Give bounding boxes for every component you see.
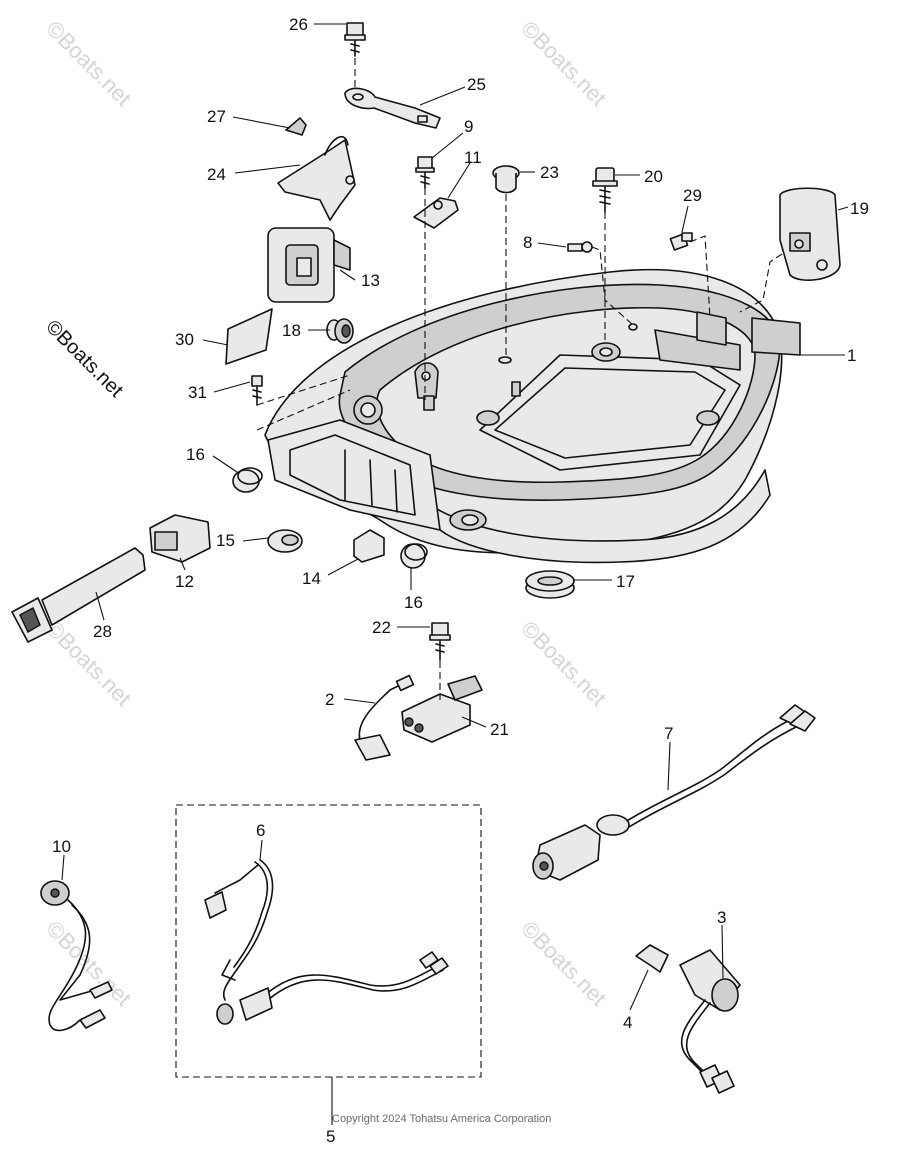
callout-6: 6 xyxy=(256,821,265,840)
callout-27: 27 xyxy=(207,107,226,126)
bolt-22 xyxy=(429,622,451,661)
switch-3 xyxy=(679,949,741,1094)
cover-plate xyxy=(779,187,841,281)
leader-lines xyxy=(61,23,849,1125)
callout-11: 11 xyxy=(464,148,482,167)
bracket-24 xyxy=(277,135,356,221)
callout-16-lower: 16 xyxy=(404,593,423,612)
callout-25: 25 xyxy=(467,75,486,94)
callout-17: 17 xyxy=(616,572,635,591)
bracket-11 xyxy=(413,197,459,229)
callout-28: 28 xyxy=(93,622,112,641)
callout-21: 21 xyxy=(490,720,509,739)
clip-27 xyxy=(285,117,307,136)
stay-25 xyxy=(344,87,441,129)
grommet-18 xyxy=(326,318,354,344)
grommet-17 xyxy=(525,570,575,599)
callout-14: 14 xyxy=(302,569,321,588)
callout-23: 23 xyxy=(540,163,559,182)
watermark-1: ©Boats.net xyxy=(41,16,136,111)
alignment-lines xyxy=(256,58,783,700)
callout-16-upper: 16 xyxy=(186,445,205,464)
bracket-13 xyxy=(267,227,351,303)
callout-19: 19 xyxy=(850,199,869,218)
wire-2 xyxy=(354,674,415,761)
plug-16-lower xyxy=(400,543,428,569)
callout-24: 24 xyxy=(207,165,226,184)
callout-13: 13 xyxy=(361,271,380,290)
callout-12: 12 xyxy=(175,572,194,591)
bolt-29 xyxy=(669,232,693,251)
sleeve-12 xyxy=(149,514,211,563)
bolt-20 xyxy=(592,167,618,213)
grommet-15 xyxy=(267,529,303,553)
switch-7 xyxy=(532,704,816,881)
callout-7: 7 xyxy=(664,724,673,743)
switch-21 xyxy=(401,675,483,743)
lower-cover-pan xyxy=(264,268,801,564)
callout-8: 8 xyxy=(523,233,532,252)
bolt-26 xyxy=(344,22,366,57)
watermark-5: ©Boats.net xyxy=(516,616,611,711)
callout-5: 5 xyxy=(326,1127,335,1146)
plate-30 xyxy=(225,308,273,365)
callout-22: 22 xyxy=(372,618,391,637)
bolt-9 xyxy=(415,156,435,189)
side-watermark: ©Boats.net xyxy=(41,316,127,402)
callout-30: 30 xyxy=(175,330,194,349)
callout-26: 26 xyxy=(289,15,308,34)
callout-18: 18 xyxy=(282,321,301,340)
clip-4 xyxy=(635,944,669,973)
plug-23 xyxy=(492,165,520,194)
callout-4: 4 xyxy=(623,1013,632,1032)
plug-16-upper xyxy=(232,467,263,493)
callout-9: 9 xyxy=(464,117,473,136)
handle-28 xyxy=(11,547,146,643)
callout-31: 31 xyxy=(188,383,207,402)
copyright-notice: Copyright 2024 Tohatsu America Corporati… xyxy=(332,1113,551,1125)
callout-10: 10 xyxy=(52,837,71,856)
callouts: 1 2 3 4 5 6 7 8 9 10 11 12 13 14 15 16 1… xyxy=(52,15,869,1146)
callout-1: 1 xyxy=(847,346,856,365)
screw-8 xyxy=(567,241,593,253)
wire-10 xyxy=(40,880,113,1032)
callout-3: 3 xyxy=(717,908,726,927)
callout-20: 20 xyxy=(644,167,663,186)
callout-29: 29 xyxy=(683,186,702,205)
watermark-2: ©Boats.net xyxy=(516,16,611,111)
watermark-7: ©Boats.net xyxy=(516,916,611,1011)
watermark-4: ©Boats.net xyxy=(41,616,136,711)
screw-31 xyxy=(251,375,263,406)
kit-box-5 xyxy=(175,804,482,1078)
callout-15: 15 xyxy=(216,531,235,550)
clip-14 xyxy=(353,529,385,563)
callout-2: 2 xyxy=(325,690,334,709)
